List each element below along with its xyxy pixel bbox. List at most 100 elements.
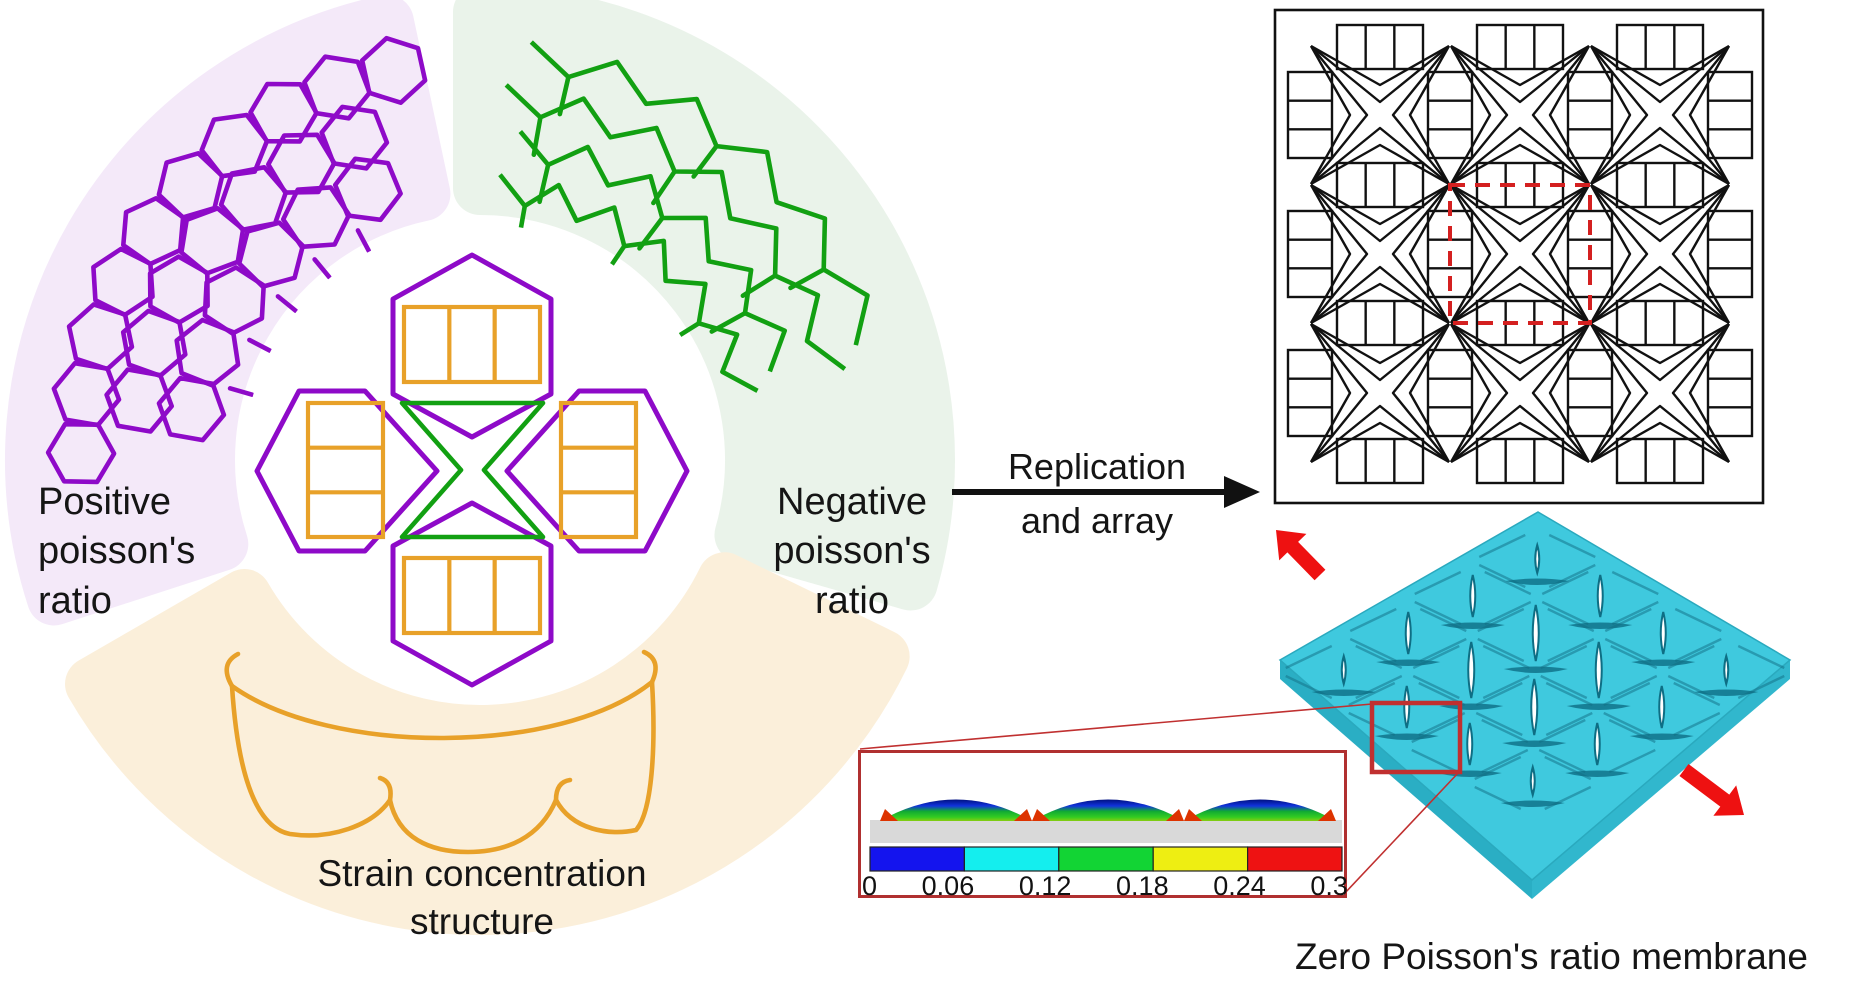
membrane-slit xyxy=(1531,604,1540,662)
array-x-arm xyxy=(1671,184,1730,324)
membrane-groove xyxy=(1544,755,1592,781)
array-x-arm xyxy=(1450,184,1590,243)
array-x-arm xyxy=(1450,323,1590,382)
array-x-arm xyxy=(1590,323,1649,463)
chevron-row xyxy=(498,173,759,393)
chevron-stem xyxy=(531,114,543,158)
hexagon-cell xyxy=(156,151,225,220)
array-x-arm xyxy=(1688,323,1731,463)
membrane-groove xyxy=(1477,637,1525,663)
chevron-stem xyxy=(557,74,571,117)
zero-poisson-membrane xyxy=(859,511,1792,899)
array-three-cell-rect xyxy=(1475,437,1565,485)
unit-hexagon-left xyxy=(254,388,440,554)
membrane-slit-unit xyxy=(1414,570,1532,629)
array-x-arm xyxy=(1310,282,1450,325)
three-cell-rect xyxy=(401,555,543,636)
array-three-cell-rect xyxy=(1706,209,1754,299)
membrane-side-right xyxy=(1532,660,1790,899)
hexagon-cell xyxy=(202,265,267,336)
array-x-arm xyxy=(1590,183,1730,226)
array-three-cell-rect xyxy=(1706,70,1754,160)
array-x-arm xyxy=(1449,323,1492,463)
membrane-groove xyxy=(1412,674,1460,700)
chevron-stem xyxy=(788,267,827,291)
array-x-arm xyxy=(1548,323,1591,463)
array-x-arm xyxy=(1450,322,1590,365)
array-x-arm xyxy=(1548,184,1591,324)
array-three-cell-rect xyxy=(1335,161,1425,209)
label-and-array: and array xyxy=(1020,500,1174,541)
membrane-groove xyxy=(1475,711,1523,737)
array-x-arm xyxy=(1590,45,1730,104)
hexagon-cell xyxy=(248,81,319,144)
membrane-groove xyxy=(1419,607,1467,633)
hexagon-cell xyxy=(199,112,270,179)
membrane-groove xyxy=(1541,600,1589,626)
membrane-groove xyxy=(1538,748,1586,774)
array-three-cell-rect xyxy=(1426,348,1474,438)
stretch-arrow-icon xyxy=(1679,764,1744,816)
chevron-stem xyxy=(651,169,677,206)
array-x-arm xyxy=(1310,184,1450,243)
callout-line-top xyxy=(859,703,1373,750)
membrane-groove xyxy=(1674,607,1722,633)
array-x-arm xyxy=(1450,126,1590,185)
array-x-arm xyxy=(1408,323,1451,463)
membrane-groove xyxy=(1475,681,1523,707)
membrane-groove xyxy=(1545,681,1593,707)
unit-green-x xyxy=(399,400,546,540)
membrane-slit-shadow xyxy=(1566,703,1631,710)
colorbar-tick: 0.12 xyxy=(1018,871,1072,901)
membrane-groove xyxy=(1545,711,1593,737)
membrane-groove xyxy=(1604,607,1652,633)
membrane-groove xyxy=(1538,718,1586,744)
chevron-row xyxy=(504,83,847,371)
array-three-cell-rect xyxy=(1706,348,1754,438)
array-x-arm xyxy=(1688,184,1731,324)
array-x-arm xyxy=(1590,184,1649,324)
positive-honeycomb-lattice xyxy=(45,35,428,485)
hexagon-cell xyxy=(174,317,241,388)
array-x-arm xyxy=(1531,184,1590,324)
colorbar-tick: 0.06 xyxy=(921,871,975,901)
membrane-groove xyxy=(1411,748,1459,774)
array-x-arm xyxy=(1590,126,1730,185)
colorbar-tick: 0 xyxy=(862,871,878,901)
array-x-arm xyxy=(1310,126,1450,185)
membrane-slit-unit xyxy=(1667,644,1785,700)
ring-inner-disc xyxy=(244,224,716,696)
array-x-arm xyxy=(1450,143,1590,186)
array-x-arm xyxy=(1450,44,1590,87)
membrane-slit-unit xyxy=(1477,604,1595,673)
fea-dome-corner-strain xyxy=(1318,809,1336,821)
hexagon-cell xyxy=(120,308,188,379)
membrane-slit xyxy=(1530,678,1539,736)
chevron-stem xyxy=(709,310,748,334)
array-x-arm xyxy=(1671,45,1730,185)
array-x-arm xyxy=(1450,184,1509,324)
array-three-cell-rect xyxy=(1286,209,1334,299)
array-x-arm xyxy=(1450,265,1590,324)
unit-hexagon-bottom xyxy=(390,500,554,688)
hexagon-cell xyxy=(66,302,135,372)
array-three-cell-rect xyxy=(1286,70,1334,160)
array-x-arm xyxy=(1310,45,1450,104)
colorbar-tick: 0.24 xyxy=(1213,871,1266,901)
array-x-arm xyxy=(1310,183,1450,226)
membrane-slit-shadow xyxy=(1502,740,1567,747)
membrane-groove xyxy=(1603,711,1651,737)
membrane-slit-shadow xyxy=(1311,689,1376,696)
membrane-groove xyxy=(1474,755,1522,781)
array-x-arm xyxy=(1310,44,1450,87)
hexagon-cell xyxy=(302,54,372,121)
hexagon-cell xyxy=(218,165,289,232)
membrane-groove xyxy=(1608,718,1656,744)
membrane-groove xyxy=(1481,748,1529,774)
membrane-groove xyxy=(1414,600,1462,626)
colorbar-segment xyxy=(1246,846,1343,872)
colorbar-segment xyxy=(1058,846,1154,872)
chevron-row xyxy=(518,130,788,373)
